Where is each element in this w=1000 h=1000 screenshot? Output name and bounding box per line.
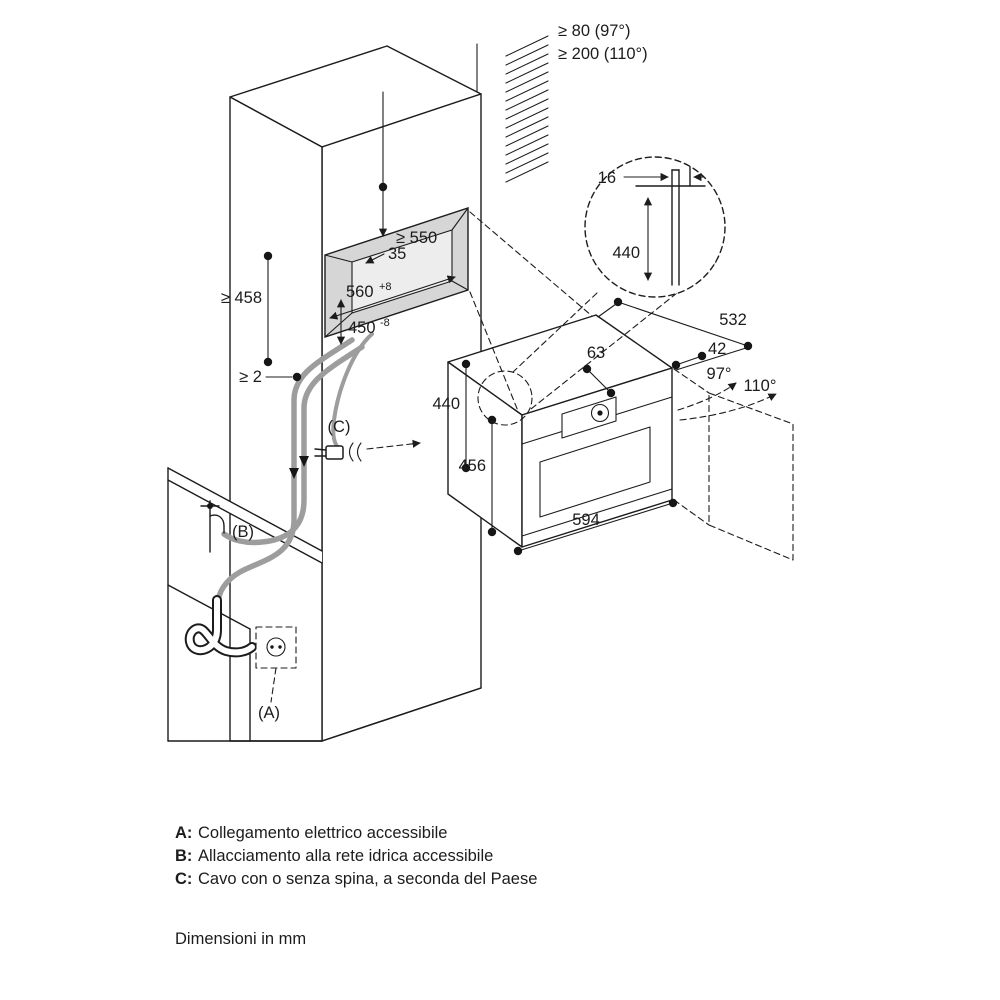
oven-width-label: 594	[572, 511, 600, 529]
knob-offset-label: 63	[587, 344, 605, 362]
oven-dimensions: 532 42 63 440 456 594	[432, 297, 753, 556]
legend-text-c: Cavo con o senza spina, a seconda del Pa…	[198, 870, 537, 888]
callout-c-label: (C)	[328, 418, 351, 436]
drain-trap-icon	[184, 595, 257, 658]
door-window	[539, 426, 651, 518]
niche-dimensions: ≥ 550 35 560 +8 450 -8 ≥ 458 ≥ 2	[221, 91, 456, 386]
flow-arrow-icon	[289, 468, 299, 479]
callout-b-label: (B)	[232, 523, 254, 541]
niche-setback-label: 35	[388, 245, 406, 263]
clearance-below-label: ≥ 458	[221, 289, 262, 307]
power-cable	[314, 332, 421, 462]
angle-large-label: 110°	[744, 377, 777, 395]
niche-height-label: 450	[348, 319, 376, 337]
faucet-icon	[200, 500, 225, 553]
gap-min-label: ≥ 2	[239, 368, 262, 386]
detail-overhang-label: 16	[598, 169, 616, 187]
control-display	[561, 396, 617, 439]
detail-circle	[584, 156, 726, 298]
legend-text-b: Allacciamento alla rete idrica accessibi…	[198, 847, 493, 865]
niche-depth-label: ≥ 550	[396, 229, 437, 247]
control-knob	[590, 403, 610, 423]
open-door-outline	[708, 392, 794, 561]
ceiling-clearance-97-label: ≥ 80 (97°)	[558, 22, 631, 40]
legend: A: Collegamento elettrico accessibile B:…	[175, 824, 537, 888]
niche-width-tolerance: +8	[379, 281, 392, 293]
flow-arrow-icon	[299, 456, 309, 467]
outlet-box	[255, 626, 297, 703]
ceiling-clearance-dim: ≥ 80 (97°) ≥ 200 (110°)	[472, 22, 648, 101]
legend-key-a: A:	[175, 824, 192, 842]
callout-a-label: (A)	[258, 704, 280, 722]
niche-height-tolerance: -8	[380, 317, 390, 329]
plug-icon	[314, 445, 344, 460]
legend-key-c: C:	[175, 870, 192, 888]
niche-width-label: 560	[346, 283, 374, 301]
detail-view: 16 440	[477, 156, 726, 426]
detail-source-circle	[477, 370, 533, 426]
water-pipes	[215, 337, 365, 607]
angle-small-label: 97°	[707, 365, 732, 383]
oven-height-front-label: 456	[458, 457, 486, 475]
ceiling-clearance-110-label: ≥ 200 (110°)	[558, 45, 648, 63]
wall-hatch	[505, 35, 549, 183]
insertion-guide-lines	[469, 211, 593, 412]
legend-text-a: Collegamento elettrico accessibile	[198, 824, 447, 842]
legend-key-b: B:	[175, 847, 192, 865]
door-swing: 97° 110°	[673, 365, 794, 561]
oven-depth-label: 532	[719, 311, 747, 329]
detail-height-label: 440	[612, 244, 640, 262]
oven-height-back-label: 440	[432, 395, 460, 413]
panel-offset-label: 42	[708, 340, 726, 358]
unit-note: Dimensioni in mm	[175, 930, 306, 948]
